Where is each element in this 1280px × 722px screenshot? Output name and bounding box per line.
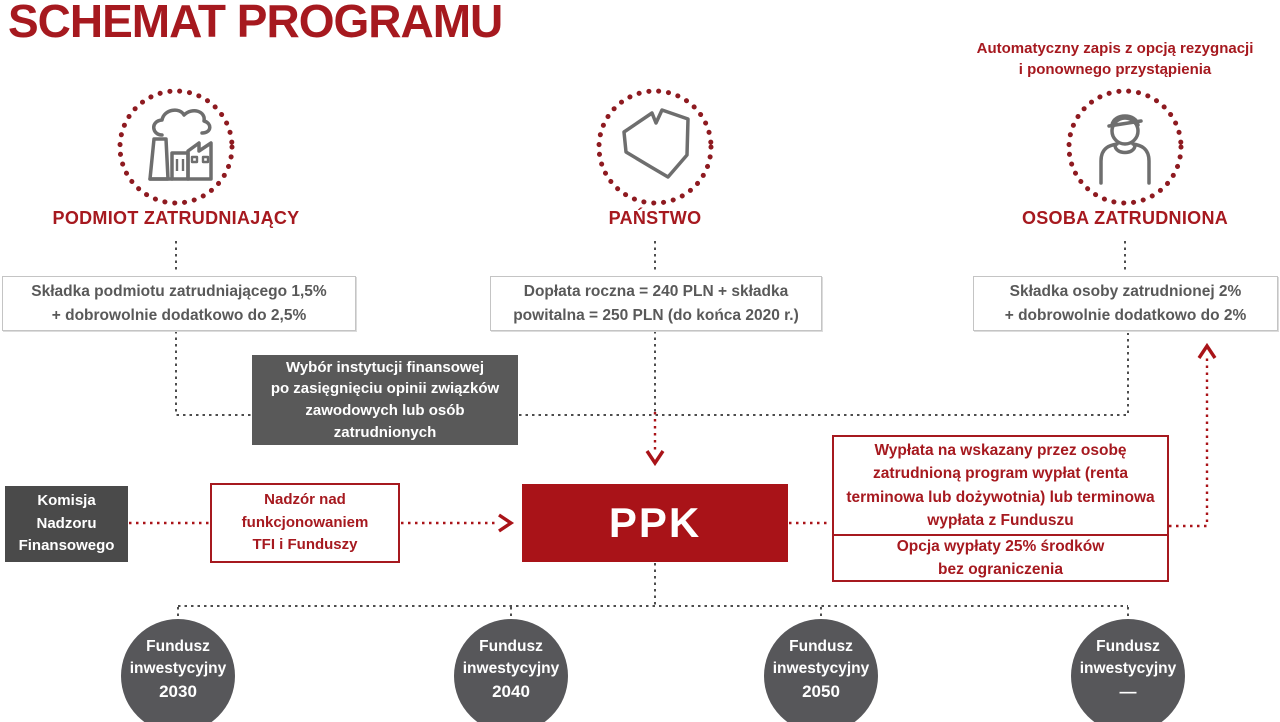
building-roof-shape [148, 141, 213, 181]
label-employer: PODMIOT ZATRUDNIAJĄCY [52, 208, 300, 228]
fund-year: 2030 [159, 682, 197, 702]
chimney-shape [148, 137, 170, 181]
factory-icon [117, 88, 235, 206]
line-payout-to-employee [1169, 354, 1209, 528]
employee-icon [1066, 88, 1184, 206]
label-state: PAŃSTWO [608, 208, 702, 228]
fund-year: 2050 [802, 682, 840, 702]
ppk-box: PPK [522, 484, 788, 562]
line-institution-to-employee [519, 333, 1129, 416]
line-employer-to-institution [175, 331, 251, 416]
arrow-right-icon [498, 513, 515, 533]
arrow-down-icon [645, 450, 665, 467]
poland-map-icon [596, 88, 714, 206]
fund-year: 2040 [492, 682, 530, 702]
page-title: SCHEMAT PROGRAMU [8, 0, 503, 47]
arrow-up-icon [1197, 342, 1217, 359]
employee-contribution-box: Składka osoby zatrudnionej 2%+ dobrowoln… [973, 276, 1278, 331]
dotted-ring [117, 88, 235, 206]
cap-shape [1107, 114, 1143, 128]
employer-contribution-box: Składka podmiotu zatrudniającego 1,5%+ d… [2, 276, 356, 331]
poland-outline [622, 108, 690, 179]
head-shape [1110, 116, 1140, 146]
dotted-ring [1066, 88, 1184, 206]
collar-shape [1113, 143, 1137, 155]
dotted-ring [596, 88, 714, 206]
fund-year: — [1119, 682, 1137, 702]
building-shape [170, 151, 190, 181]
label-employee: OSOBA ZATRUDNIONA [1021, 208, 1229, 228]
torso-shape [1099, 142, 1151, 185]
smoke-shape [152, 108, 212, 137]
roof-windows [190, 155, 210, 164]
building-windows [175, 159, 185, 171]
